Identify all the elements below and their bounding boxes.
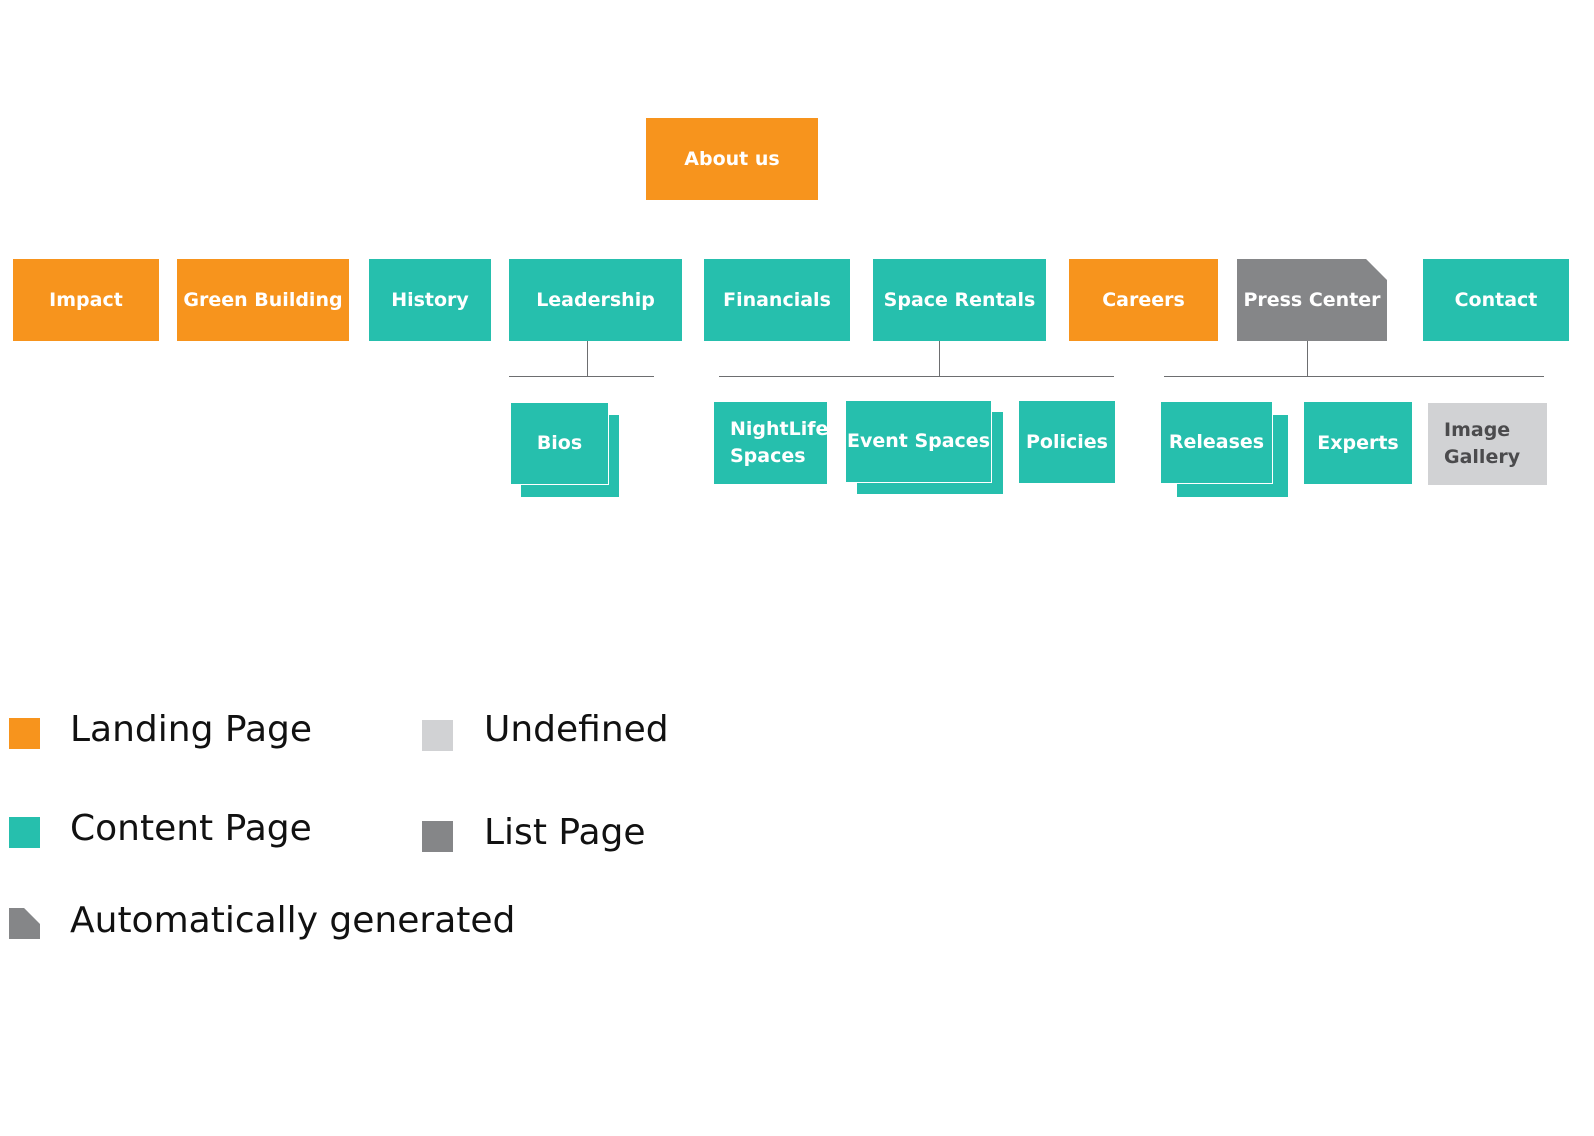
node-label: Careers bbox=[1102, 288, 1185, 311]
node-label: About us bbox=[684, 147, 780, 170]
node-history[interactable]: History bbox=[369, 259, 491, 341]
node-press-center[interactable]: Press Center bbox=[1237, 259, 1387, 341]
node-label: Contact bbox=[1454, 288, 1538, 311]
node-label: Experts bbox=[1317, 431, 1399, 454]
legend-label-landing: Landing Page bbox=[70, 709, 313, 750]
node-label: Green Building bbox=[183, 288, 343, 311]
node-label: Bios bbox=[536, 432, 583, 455]
node-impact[interactable]: Impact bbox=[13, 259, 159, 341]
legend-swatch-list bbox=[422, 821, 453, 852]
node-policies[interactable]: Policies bbox=[1019, 401, 1115, 483]
legend-swatch-auto-generated-icon bbox=[9, 908, 40, 939]
auto-generated-corner-icon bbox=[1365, 259, 1387, 281]
node-about-us[interactable]: About us bbox=[646, 118, 818, 200]
node-label: Event Spaces bbox=[846, 430, 991, 453]
legend-swatch-landing bbox=[9, 718, 40, 749]
node-label: Leadership bbox=[536, 288, 655, 311]
node-label: Space Rentals bbox=[883, 288, 1036, 311]
node-event-spaces[interactable]: Event Spaces bbox=[846, 401, 992, 483]
node-bios[interactable]: Bios bbox=[511, 403, 609, 485]
connector-space-rentals-horizontal bbox=[719, 376, 1114, 377]
node-label: Releases bbox=[1168, 431, 1265, 454]
node-experts[interactable]: Experts bbox=[1304, 402, 1412, 484]
node-releases[interactable]: Releases bbox=[1161, 402, 1273, 484]
node-label: NightLife Spaces bbox=[730, 416, 828, 469]
node-label: History bbox=[391, 288, 469, 311]
node-label: Image Gallery bbox=[1444, 417, 1520, 470]
connector-leadership-horizontal bbox=[509, 376, 654, 377]
node-green-building[interactable]: Green Building bbox=[177, 259, 349, 341]
node-space-rentals[interactable]: Space Rentals bbox=[873, 259, 1046, 341]
connector-press-center-vertical bbox=[1307, 341, 1308, 376]
node-careers[interactable]: Careers bbox=[1069, 259, 1218, 341]
legend-label-list: List Page bbox=[484, 812, 646, 853]
legend-swatch-undefined bbox=[422, 720, 453, 751]
connector-press-center-horizontal bbox=[1164, 376, 1544, 377]
connector-space-rentals-vertical bbox=[939, 341, 940, 376]
connector-leadership-vertical bbox=[587, 341, 588, 376]
legend-swatch-content bbox=[9, 817, 40, 848]
node-label-line-2: Gallery bbox=[1444, 446, 1521, 468]
node-label-line-2: Spaces bbox=[730, 445, 806, 467]
node-financials[interactable]: Financials bbox=[704, 259, 850, 341]
node-label: Financials bbox=[723, 288, 831, 311]
node-label-line-1: Image bbox=[1444, 419, 1511, 442]
node-label: Impact bbox=[49, 288, 123, 311]
node-leadership[interactable]: Leadership bbox=[509, 259, 682, 341]
node-label: Press Center bbox=[1243, 288, 1381, 311]
node-label-line-1: NightLife bbox=[730, 418, 829, 441]
node-contact[interactable]: Contact bbox=[1423, 259, 1569, 341]
legend-label-auto-generated: Automatically generated bbox=[70, 900, 516, 941]
node-label: Policies bbox=[1026, 430, 1108, 453]
legend-label-undefined: Undefined bbox=[484, 709, 669, 750]
node-nightlife-spaces[interactable]: NightLife Spaces bbox=[714, 402, 828, 484]
legend-label-content: Content Page bbox=[70, 808, 312, 849]
node-image-gallery[interactable]: Image Gallery bbox=[1428, 403, 1547, 485]
